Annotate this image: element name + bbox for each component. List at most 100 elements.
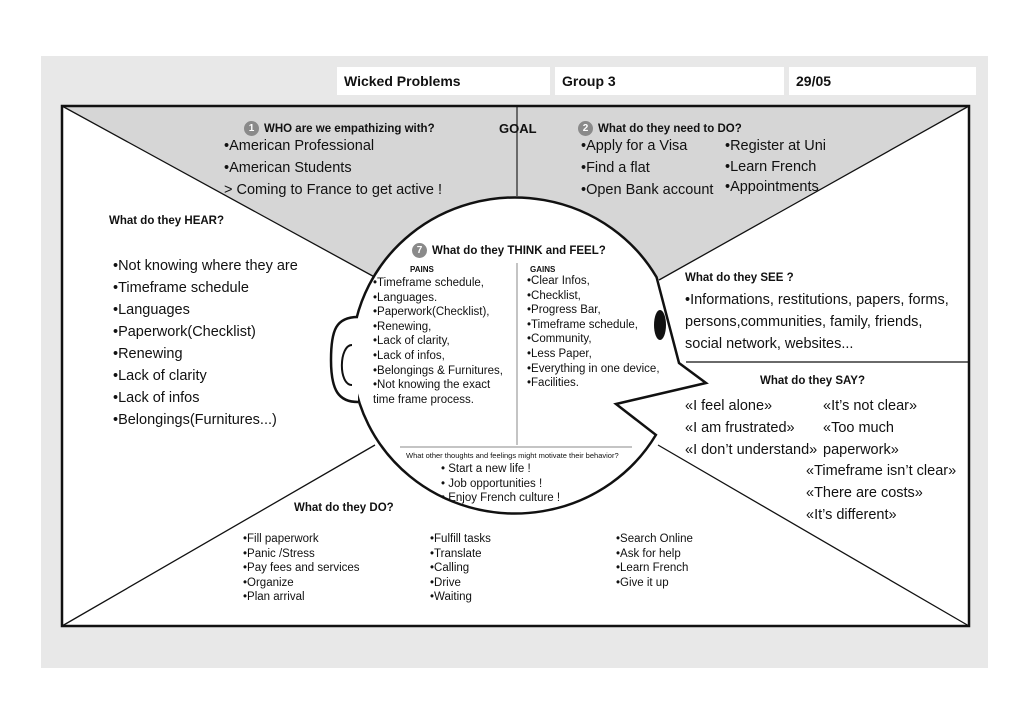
gain-item: •Progress Bar, [527,304,601,317]
hear-item: •Not knowing where they are [113,258,298,274]
do-item: •Fill paperwork [243,533,319,545]
need-do-item: •Find a flat [581,160,650,176]
motivation-item: • Start a new life ! [441,463,531,475]
do-item: •Translate [430,547,482,560]
need-do-item: •Learn French [725,159,817,175]
header-title: Wicked Problems [337,67,550,95]
do-col2: •Fulfill tasks •Translate •Calling •Driv… [430,532,491,605]
who-item: •American Professional [224,138,375,154]
say-quote: «I feel alone» [685,398,773,414]
need-do-title: 2 What do they need to DO? [578,121,742,137]
see-line: persons,communities, family, friends, [685,314,923,330]
hear-item: •Timeframe schedule [113,280,249,296]
who-item: > Coming to France to get active ! [224,182,443,198]
hear-item: •Lack of infos [113,390,200,406]
see-line: •Informations, restitutions, papers, for… [685,292,949,308]
do-col3: •Search Online •Ask for help •Learn Fren… [616,532,693,590]
pain-item: time frame process. [373,393,474,406]
need-do-item: •Register at Uni [725,138,826,154]
gain-item: •Clear Infos, [527,275,590,287]
who-title: 1 WHO are we empathizing with? [244,121,435,137]
top-section-fill [62,106,969,280]
gain-item: •Checklist, [527,289,581,302]
eye-icon [654,310,666,340]
do-item: •Learn French [616,562,689,575]
ear-inner [340,344,353,386]
who-title-text: WHO are we empathizing with? [264,123,435,135]
hear-item: •Lack of clarity [113,368,207,384]
divider-bottom-left [61,444,376,627]
need-do-col2: •Register at Uni •Learn French •Appointm… [725,135,826,197]
say-quote: «It’s different» [806,507,897,523]
gain-item: •Timeframe schedule, [527,318,638,331]
hear-list: •Not knowing where they are •Timeframe s… [113,255,298,431]
do-item: •Search Online [616,533,693,545]
need-do-item: •Appointments [725,179,819,195]
do-item: •Organize [243,576,294,589]
pain-item: •Timeframe schedule, [373,277,484,289]
need-do-item: •Apply for a Visa [581,138,688,154]
map-frame-border [60,104,971,628]
hear-item: •Belongings(Furnitures...) [113,412,277,428]
header-date: 29/05 [789,67,976,95]
pain-item: •Not knowing the exact [373,379,491,392]
say-col2: «It’s not clear» «Too much paperwork» [823,395,917,461]
need-do-item: •Open Bank account [581,182,714,198]
pain-item: •Renewing, [373,320,432,333]
do-item: •Calling [430,562,470,575]
motivation-item: • Enjoy French culture ! [441,492,561,505]
pain-item: •Lack of clarity, [373,335,450,348]
see-line: social network, websites... [685,336,854,352]
gain-item: •Facilities. [527,377,579,390]
do-item: •Ask for help [616,547,681,560]
gains-list: •Clear Infos, •Checklist, •Progress Bar,… [527,274,660,391]
gain-item: •Less Paper, [527,347,592,360]
do-item: •Give it up [616,576,669,589]
pains-label: PAINS [410,265,434,274]
say-quote: «I don’t understand» [685,442,818,458]
say-quote: «I am frustrated» [685,420,795,436]
badge-2: 2 [578,121,593,136]
see-title: What do they SEE ? [685,272,794,284]
divider-bottom-right [657,444,970,627]
divider-top-right [658,105,970,281]
badge-7: 7 [412,243,427,258]
pains-list: •Timeframe schedule, •Languages. •Paperw… [373,276,503,407]
gain-item: •Everything in one device, [527,362,660,375]
do-item: •Drive [430,576,461,589]
do-item: •Waiting [430,591,472,604]
motivation-list: • Start a new life ! • Job opportunities… [441,462,560,506]
say-quote: «Too much [823,420,894,436]
pain-item: •Paperwork(Checklist), [373,306,490,319]
do-item: •Plan arrival [243,591,305,604]
say-col1: «I feel alone» «I am frustrated» «I don’… [685,395,817,461]
need-do-col1: •Apply for a Visa •Find a flat •Open Ban… [581,135,713,201]
motivation-question: What other thoughts and feelings might m… [406,451,619,460]
header-group: Group 3 [555,67,784,95]
need-do-title-text: What do they need to DO? [598,123,742,135]
hear-title: What do they HEAR? [109,215,224,227]
say-title: What do they SAY? [760,375,865,387]
do-col1: •Fill paperwork •Panic /Stress •Pay fees… [243,532,360,605]
do-title: What do they DO? [294,502,394,514]
pain-item: •Lack of infos, [373,349,445,362]
see-text: •Informations, restitutions, papers, for… [685,289,949,355]
ear-outline [329,315,359,404]
gains-label: GAINS [530,265,556,274]
say-col3: «Timeframe isn’t clear» «There are costs… [806,460,956,526]
badge-1: 1 [244,121,259,136]
do-item: •Pay fees and services [243,562,360,575]
pain-item: •Languages. [373,291,438,304]
hear-item: •Paperwork(Checklist) [113,324,256,340]
do-item: •Fulfill tasks [430,533,491,545]
who-list: •American Professional •American Student… [224,135,442,201]
say-quote: «There are costs» [806,485,923,501]
who-item: •American Students [224,160,352,176]
say-quote: «It’s not clear» [823,398,918,414]
goal-label: GOAL [499,121,537,136]
divider-top-left [61,105,381,281]
gain-item: •Community, [527,333,592,346]
motivation-item: • Job opportunities ! [441,477,543,490]
say-quote: paperwork» [823,442,899,458]
